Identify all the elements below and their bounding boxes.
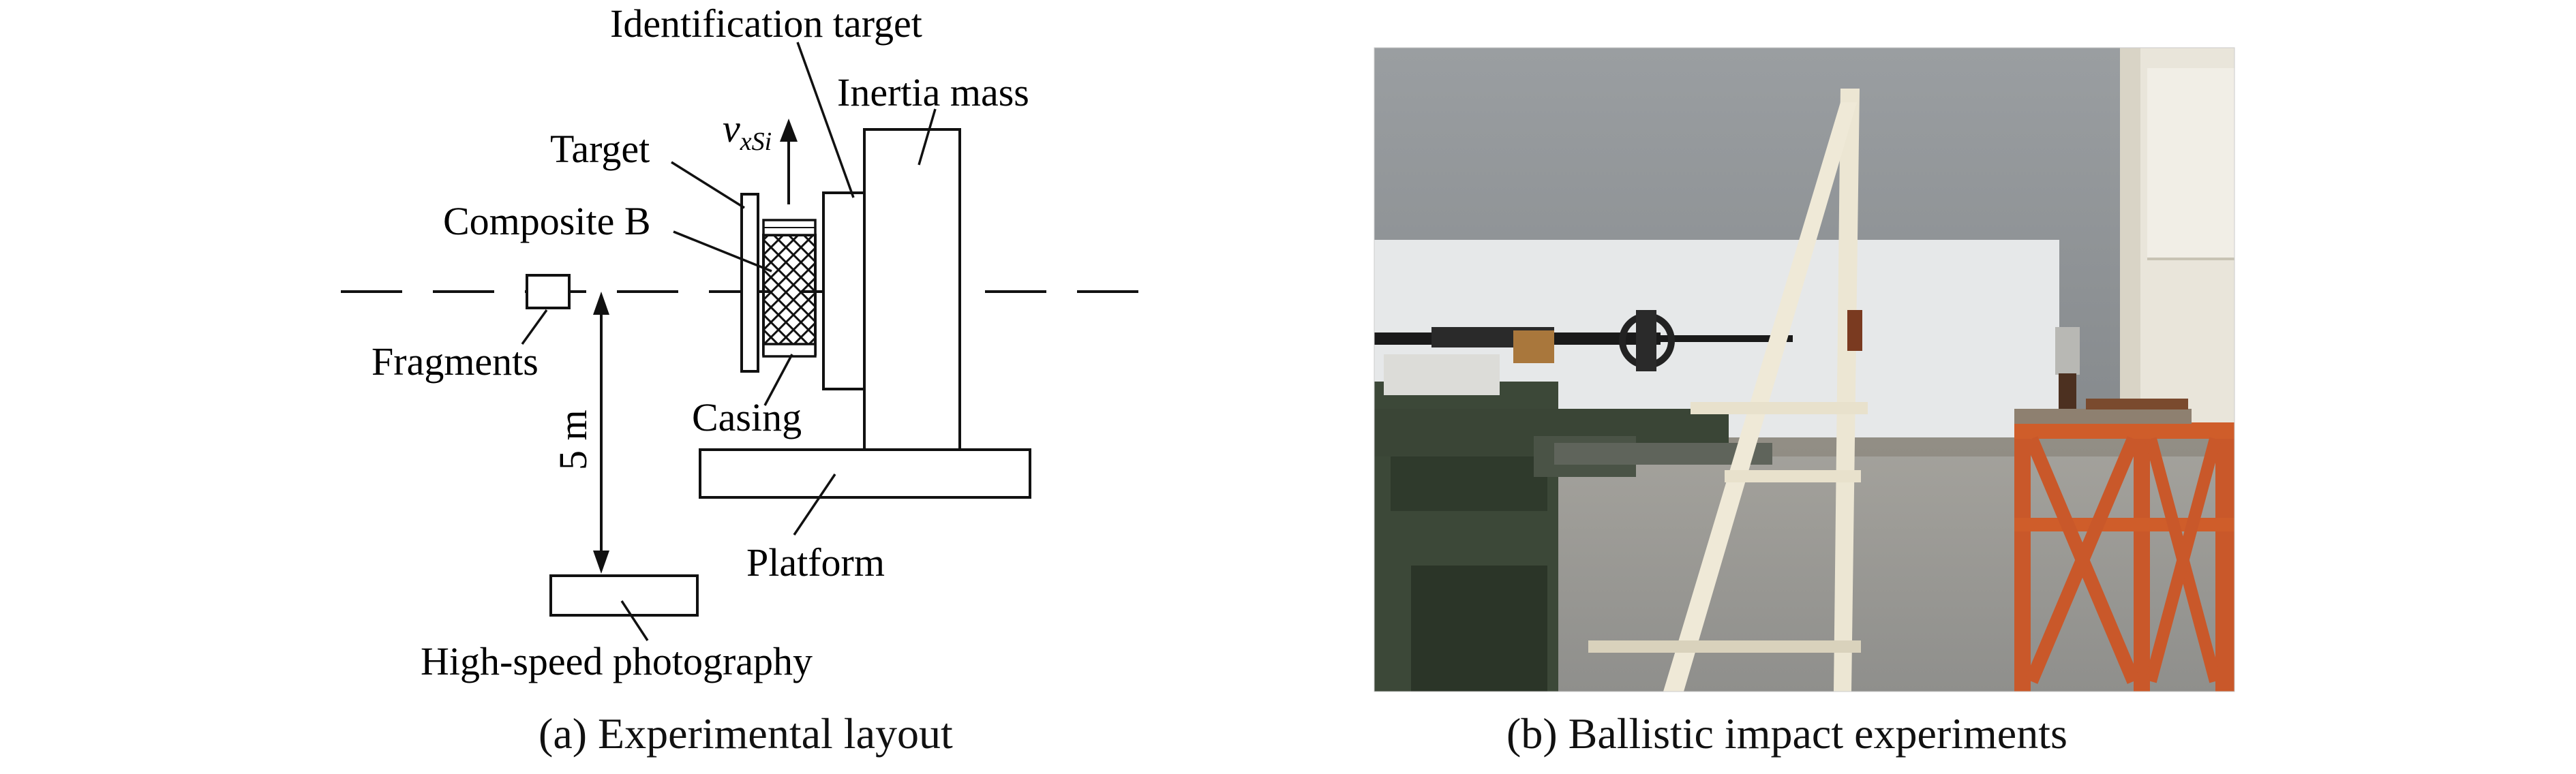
label-inertia-mass: Inertia mass <box>837 70 1029 114</box>
label-high-speed-photography: High-speed photography <box>421 639 813 683</box>
distance-arrow-bottom <box>593 551 609 574</box>
target-plate <box>742 194 758 371</box>
distance-arrow-top <box>593 292 609 315</box>
label-fragments: Fragments <box>372 339 539 384</box>
label-velocity: vxSi <box>723 106 772 156</box>
identification-target-plate <box>823 193 864 389</box>
label-target: Target <box>550 127 650 171</box>
inertia-mass-block <box>864 129 960 450</box>
velocity-subscript: xSi <box>740 127 772 156</box>
composite-b-charge <box>763 235 815 354</box>
target-leader <box>671 162 744 208</box>
caption-experimental-layout: (a) Experimental layout <box>539 709 953 759</box>
experimental-layout-diagram: Identification target Inertia mass vxSi … <box>314 0 1186 771</box>
platform-slab <box>700 450 1030 497</box>
identification-target-leader <box>798 42 853 198</box>
label-identification-target: Identification target <box>610 1 922 46</box>
fragments-box <box>527 275 569 308</box>
casing-bottom <box>763 344 815 356</box>
experimental-layout-panel: Identification target Inertia mass vxSi … <box>314 0 1186 771</box>
camera-box <box>551 576 697 615</box>
velocity-arrowhead <box>780 119 798 142</box>
label-distance: 5 m <box>551 409 595 470</box>
ballistic-impact-panel: (b) Ballistic impact experiments <box>1363 0 2256 771</box>
label-platform: Platform <box>746 540 885 585</box>
velocity-symbol: v <box>723 106 740 151</box>
ballistic-impact-photo <box>1363 0 2256 771</box>
label-casing: Casing <box>692 395 802 439</box>
label-composite-b: Composite B <box>443 199 651 243</box>
caption-ballistic-impact: (b) Ballistic impact experiments <box>1506 709 2067 759</box>
